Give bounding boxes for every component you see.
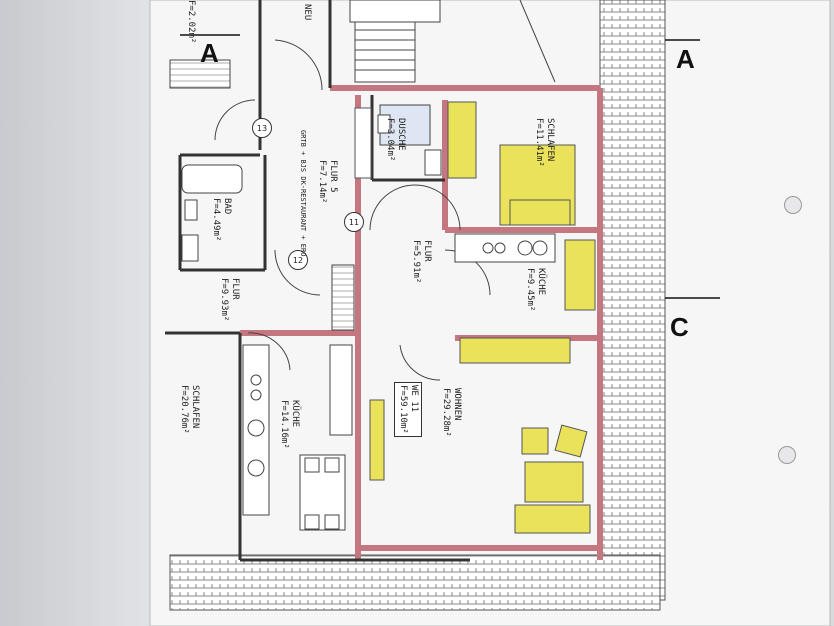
bath-fixtures bbox=[181, 104, 442, 262]
section-marker-a-left: A bbox=[200, 38, 219, 68]
room-label-top-neu: NEU bbox=[302, 4, 312, 21]
door-swings bbox=[214, 39, 491, 381]
kitchen-counters bbox=[242, 233, 556, 531]
furniture bbox=[354, 101, 596, 534]
flur5-note: GRTB + BJS DK-RESTAURANT + ERO bbox=[299, 130, 307, 257]
roof-hatch-right bbox=[599, 0, 666, 601]
door-number: 13 bbox=[252, 118, 272, 138]
roof-hatch-bottom bbox=[169, 554, 661, 611]
door-number: 11 bbox=[344, 212, 364, 232]
walls-red bbox=[240, 85, 603, 560]
punch-hole bbox=[778, 446, 796, 464]
room-label-top-left: F=2.02m² bbox=[186, 0, 196, 44]
shaft bbox=[331, 264, 355, 331]
section-marker-c: C bbox=[670, 312, 689, 342]
staircase bbox=[349, 0, 556, 83]
section-lines bbox=[180, 34, 720, 299]
shaft-top bbox=[169, 59, 231, 89]
door-number: 12 bbox=[288, 250, 308, 270]
paper-sheet bbox=[150, 0, 830, 626]
section-marker-a: A bbox=[676, 44, 695, 74]
punch-hole bbox=[784, 196, 802, 214]
